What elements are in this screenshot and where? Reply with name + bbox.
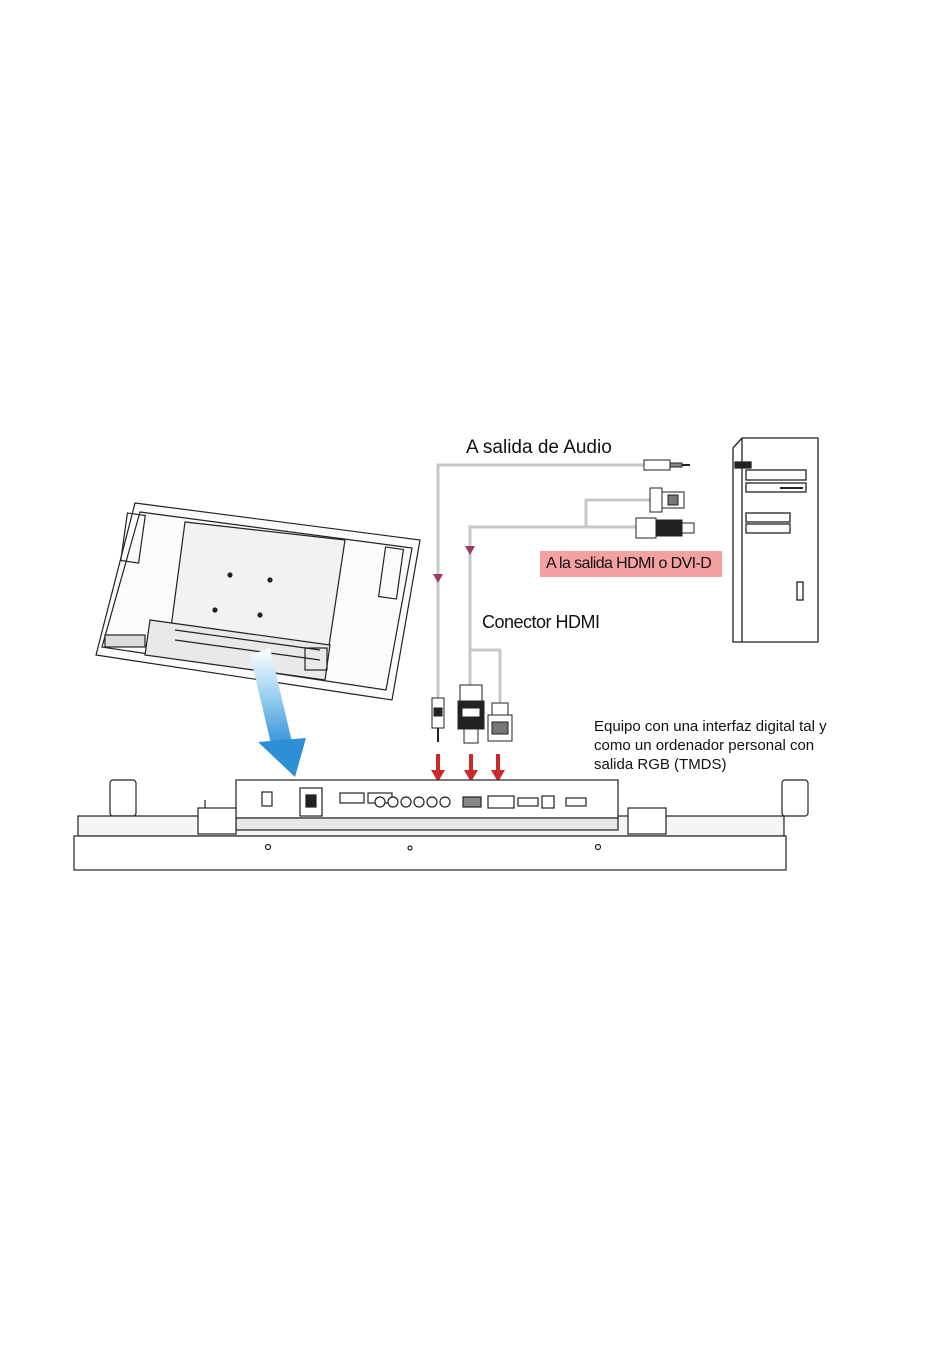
hdmi-connector-label: Conector HDMI — [482, 612, 600, 633]
cables — [438, 465, 650, 705]
equipment-line-3: salida RGB (TMDS) — [594, 755, 894, 774]
hdmi-plug-icon — [636, 518, 694, 538]
equipment-line-2: como un ordenador personal con — [594, 736, 894, 755]
audio-jack-monitor — [432, 698, 444, 742]
insertion-arrows — [431, 754, 505, 782]
equipment-line-1: Equipo con una interfaz digital tal y — [594, 717, 894, 736]
pc-tower-icon — [733, 438, 818, 642]
audio-jack-icon — [644, 460, 690, 470]
dvi-plug-icon — [650, 488, 684, 512]
audio-output-label: A salida de Audio — [466, 437, 612, 459]
equipment-description: Equipo con una interfaz digital tal y co… — [594, 717, 894, 774]
hdmi-plug-monitor — [458, 685, 484, 743]
dvi-plug-monitor — [488, 703, 512, 741]
hdmi-dvi-output-label: A la salida HDMI o DVI-D — [540, 551, 722, 577]
monitor-bottom-view — [74, 780, 808, 870]
